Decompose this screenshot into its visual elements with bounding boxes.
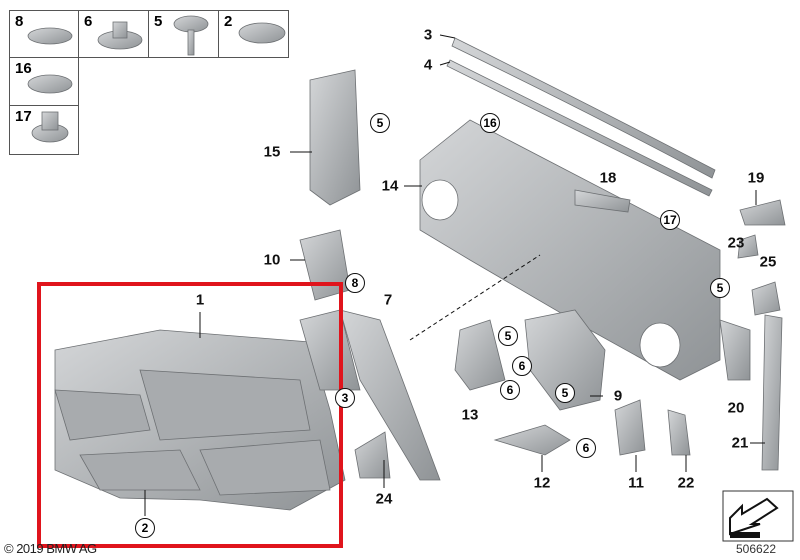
callout-5[interactable]: 5 [498, 326, 518, 346]
part-4-seal [446, 59, 713, 197]
callout-5[interactable]: 5 [710, 278, 730, 298]
fastener-label: 17 [15, 108, 32, 125]
part-7a [299, 309, 361, 391]
callout-10[interactable]: 10 [263, 251, 281, 269]
fastener-label: 2 [224, 13, 233, 30]
callout-6[interactable]: 6 [512, 356, 532, 376]
fastener-cell-2[interactable]: 2 [218, 10, 289, 58]
fastener-label: 16 [15, 60, 32, 77]
callout-12[interactable]: 12 [533, 474, 551, 492]
callout-14[interactable]: 14 [381, 177, 399, 195]
part-15-insulation [309, 69, 361, 206]
callout-24[interactable]: 24 [375, 490, 393, 508]
callout-18[interactable]: 18 [599, 169, 617, 187]
callout-5[interactable]: 5 [370, 113, 390, 133]
part-7-panel [339, 309, 441, 481]
fastener-8-image [27, 27, 73, 45]
part-14-bulkhead [419, 119, 721, 381]
callout-17[interactable]: 17 [660, 210, 680, 230]
part-20 [719, 319, 751, 381]
fastener-cell-6[interactable]: 6 [78, 10, 149, 58]
part-13 [454, 319, 506, 391]
callout-5[interactable]: 5 [555, 383, 575, 403]
callout-11[interactable]: 11 [628, 474, 644, 492]
copyright: © 2019 BMW AG [4, 541, 97, 556]
part-3-seal [451, 37, 716, 179]
highlight-box [37, 282, 343, 548]
callout-7[interactable]: 7 [383, 291, 393, 309]
part-12 [493, 424, 571, 456]
callout-16[interactable]: 16 [480, 113, 500, 133]
callout-25[interactable]: 25 [759, 253, 777, 271]
fastener-label: 5 [154, 13, 163, 30]
part-23 [737, 234, 759, 259]
part-18 [574, 189, 631, 213]
part-22 [667, 409, 691, 456]
callout-2[interactable]: 2 [135, 518, 155, 538]
part-21 [761, 314, 783, 471]
callout-9[interactable]: 9 [613, 387, 623, 405]
callout-8[interactable]: 8 [345, 273, 365, 293]
orientation-arrow-icon [722, 490, 794, 542]
callout-3[interactable]: 3 [423, 26, 433, 44]
fastener-cell-8[interactable]: 8 [9, 10, 79, 58]
part-11 [614, 399, 646, 456]
fastener-label: 8 [15, 13, 24, 30]
part-25 [751, 281, 781, 316]
callout-4[interactable]: 4 [423, 56, 433, 74]
callout-1[interactable]: 1 [195, 291, 205, 309]
part-24 [354, 431, 391, 479]
callout-20[interactable]: 20 [727, 399, 745, 417]
callout-19[interactable]: 19 [747, 169, 765, 187]
fastener-cell-16[interactable]: 16 [9, 57, 79, 106]
part-19 [739, 199, 786, 226]
callout-6[interactable]: 6 [500, 380, 520, 400]
callout-13[interactable]: 13 [461, 406, 479, 424]
callout-3-circled[interactable]: 3 [335, 388, 355, 408]
fastener-16-image [27, 74, 73, 94]
diagram-number: 506622 [736, 542, 777, 556]
callout-23[interactable]: 23 [727, 234, 745, 252]
fastener-label: 6 [84, 13, 93, 30]
fastener-cell-17[interactable]: 17 [9, 105, 79, 155]
callout-21[interactable]: 21 [731, 434, 749, 452]
fastener-2-image [238, 22, 286, 44]
callout-22[interactable]: 22 [677, 474, 695, 492]
callout-6[interactable]: 6 [576, 438, 596, 458]
callout-15[interactable]: 15 [263, 143, 281, 161]
fastener-cell-5[interactable]: 5 [148, 10, 219, 58]
